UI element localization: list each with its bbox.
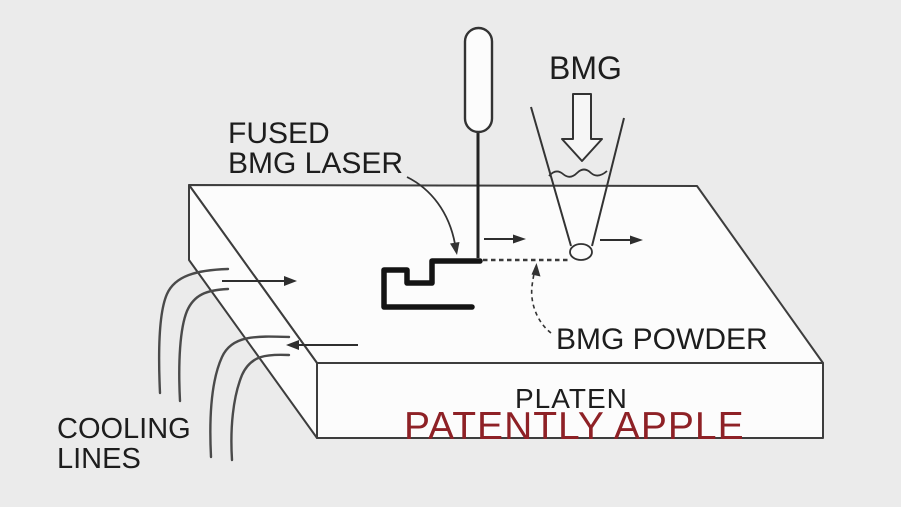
- fused-bmg-laser-label: FUSED BMG LASER: [228, 119, 403, 179]
- scan-arrow-right: [600, 235, 643, 245]
- fused-part-trace: [381, 258, 483, 310]
- cooling-tube-2-outer: [209, 335, 291, 459]
- funnel-left-wall: [530, 106, 572, 247]
- cooling-lines-label-line2: LINES: [57, 443, 141, 475]
- cooling-lines-label-line1: COOLING: [57, 413, 191, 445]
- cooling-lines-label: COOLING LINES: [57, 414, 191, 474]
- cooling-tube-1-inner: [178, 287, 230, 403]
- bmg-hopper-label: BMG: [549, 50, 622, 86]
- cooling-tube-2-inner: [230, 353, 291, 462]
- bmg-powder-leader-arrow: [530, 263, 552, 334]
- funnel-right-wall: [591, 117, 625, 247]
- laser-wand-body: [463, 26, 494, 134]
- fused-laser-leader-arrow: [406, 176, 460, 255]
- laser-wand-icon: [463, 26, 494, 258]
- platen-front-face: [316, 362, 824, 439]
- scan-arrow-left: [484, 234, 526, 244]
- fused-bmg-laser-label-line1: FUSED: [228, 117, 330, 150]
- funnel-powder-level-wavy: [548, 168, 608, 178]
- coolant-in-arrow: [222, 276, 297, 286]
- fused-bmg-laser-label-line2: BMG LASER: [228, 147, 404, 180]
- platen-label: PLATEN: [515, 383, 628, 414]
- platen-slab: [188, 184, 824, 439]
- bmg-powder-label: BMG POWDER: [556, 323, 768, 356]
- patently-apple-watermark: PATENTLY APPLE: [404, 405, 745, 448]
- cooling-tube-1-outer: [157, 267, 230, 395]
- funnel-nozzle-tip: [569, 243, 593, 261]
- cooling-lines-tubes: [157, 267, 291, 462]
- coolant-out-arrow: [286, 340, 358, 350]
- bmg-feed-down-arrow-icon: [561, 93, 603, 162]
- powder-funnel-icon: [530, 106, 625, 261]
